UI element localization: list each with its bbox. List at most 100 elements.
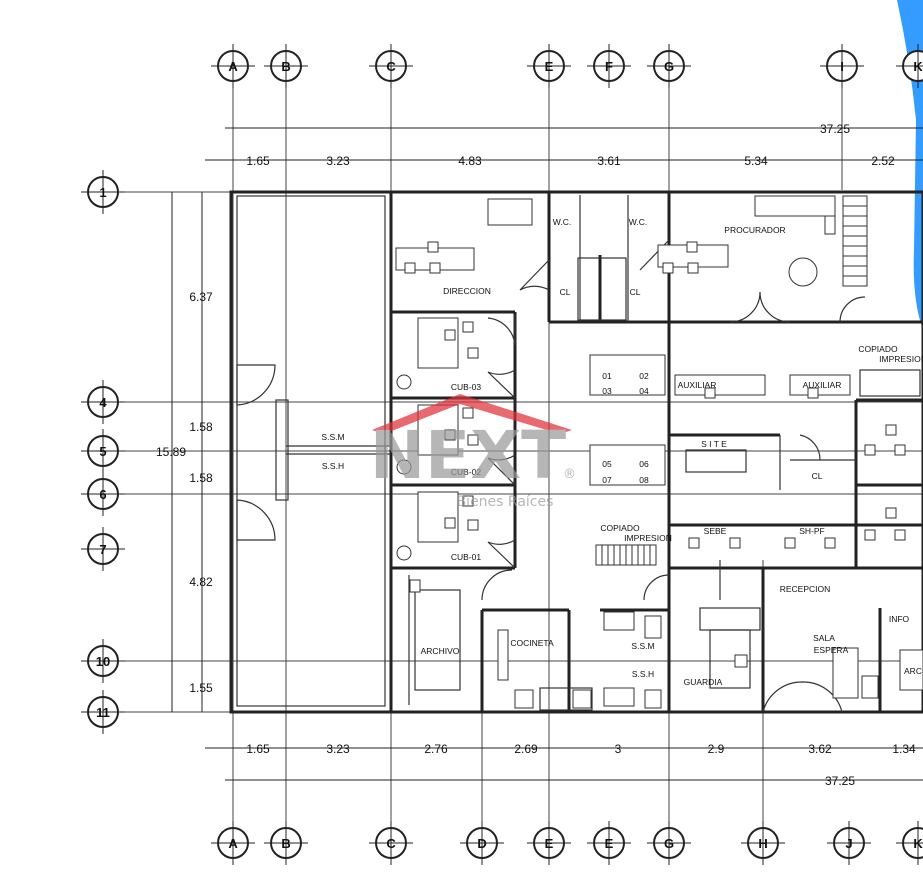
label-wc-1: W.C. <box>553 217 571 227</box>
dim-top-3: 4.83 <box>458 154 482 168</box>
stairs <box>595 195 868 566</box>
grid-left-11: 11 <box>96 705 110 720</box>
grid-top-a: A <box>228 59 238 74</box>
furniture <box>395 195 923 709</box>
label-info: INFO <box>889 614 910 624</box>
label-ws-04: 04 <box>639 386 649 396</box>
grid-bottom-d: D <box>477 836 486 851</box>
dim-bottom-4: 2.69 <box>514 742 538 756</box>
label-copiado-1: COPIADO <box>858 344 898 354</box>
grid-top-b: B <box>281 59 290 74</box>
grid-top-e: E <box>545 59 554 74</box>
grid-top-f: F <box>605 59 613 74</box>
label-ws-07: 07 <box>602 475 612 485</box>
label-site: S I T E <box>701 439 727 449</box>
label-ssh-2: S.S.H <box>632 669 654 679</box>
room-labels: W.C. W.C. CL CL DIRECCION PROCURADOR CUB… <box>321 217 923 687</box>
grid-bottom-c: C <box>386 836 396 851</box>
grid-left-1: 1 <box>99 185 106 200</box>
label-ssm-1: S.S.M <box>321 432 344 442</box>
label-impresion-2: IMPRESION <box>624 533 672 543</box>
label-sebe: SEBE <box>704 526 727 536</box>
label-cub-01: CUB-01 <box>451 552 482 562</box>
label-ws-06: 06 <box>639 459 649 469</box>
label-cl-3: CL <box>812 471 823 481</box>
grid-bottom-e1: E <box>545 836 554 851</box>
dim-left-1: 6.37 <box>189 290 213 304</box>
label-cocineta: COCINETA <box>510 638 554 648</box>
label-ws-05: 05 <box>602 459 612 469</box>
grid-top-i: I <box>840 59 844 74</box>
label-ws-08: 08 <box>639 475 649 485</box>
grid-top-g: G <box>664 59 674 74</box>
label-ssm-2: S.S.M <box>631 641 654 651</box>
label-ssh-1: S.S.H <box>322 461 344 471</box>
label-impresion-1: IMPRESION <box>879 354 923 364</box>
dim-left-5: 4.82 <box>189 575 213 589</box>
dim-top-1: 1.65 <box>246 154 270 168</box>
label-auxiliar-2: AUXILIAR <box>803 380 842 390</box>
grid-bubbles-top: A B C E F G I K <box>210 43 923 89</box>
door-swings <box>236 239 866 713</box>
grid-bottom-a: A <box>228 836 238 851</box>
dim-bottom-6: 2.9 <box>708 742 725 756</box>
grid-left-5: 5 <box>99 444 106 459</box>
grid-bottom-k: K <box>913 836 923 851</box>
label-cl-2: CL <box>630 287 641 297</box>
label-arc: ARC <box>904 666 922 676</box>
watermark-brand: NEXT <box>370 417 566 494</box>
thin-walls <box>236 195 921 711</box>
grid-top-k: K <box>913 59 923 74</box>
watermark-tagline: Bienes Raíces <box>457 494 554 510</box>
label-ws-03: 03 <box>602 386 612 396</box>
label-direccion: DIRECCION <box>443 286 491 296</box>
dim-top-total: 37.25 <box>820 122 850 136</box>
blue-highlight <box>897 0 923 330</box>
label-guardia: GUARDIA <box>684 677 723 687</box>
label-cl-1: CL <box>560 287 571 297</box>
grid-left-6: 6 <box>99 487 106 502</box>
dimension-lines <box>171 127 923 781</box>
dim-bottom-7: 3.62 <box>808 742 832 756</box>
bottom-dimensions: 1.65 3.23 2.76 2.69 3 2.9 3.62 1.34 37.2… <box>246 742 916 788</box>
dim-bottom-8: 1.34 <box>892 742 916 756</box>
dim-bottom-3: 2.76 <box>424 742 448 756</box>
label-copiado-2: COPIADO <box>600 523 640 533</box>
dim-bottom-total: 37.25 <box>825 774 855 788</box>
label-sh-pf: SH-PF <box>799 526 825 536</box>
dim-left-4: 1.58 <box>189 471 213 485</box>
grid-left-4: 4 <box>99 395 107 410</box>
grid-bubbles-left: 1 4 5 6 7 10 11 <box>80 169 126 735</box>
grid-bottom-g: G <box>664 836 674 851</box>
grid-left-7: 7 <box>99 542 106 557</box>
label-recepcion: RECEPCION <box>780 584 831 594</box>
dim-top-4: 3.61 <box>597 154 621 168</box>
watermark-logo: NEXT ® Bienes Raíces <box>370 394 576 510</box>
grid-bottom-b: B <box>281 836 290 851</box>
label-espera: ESPERA <box>814 645 849 655</box>
label-ws-01: 01 <box>602 371 612 381</box>
grid-bottom-h: H <box>758 836 767 851</box>
dim-bottom-2: 3.23 <box>326 742 350 756</box>
grid-left-10: 10 <box>96 654 110 669</box>
grid-bubbles-bottom: A B C D E E G H J K <box>210 820 923 866</box>
grid-bottom-e2: E <box>605 836 614 851</box>
dim-left-3: 15.89 <box>156 445 186 459</box>
label-procurador: PROCURADOR <box>724 225 785 235</box>
dim-top-6: 2.52 <box>871 154 895 168</box>
dim-left-2: 1.58 <box>189 420 213 434</box>
top-dimensions: 37.25 1.65 3.23 4.83 3.61 5.34 2.52 <box>246 122 895 168</box>
dim-bottom-5: 3 <box>615 742 622 756</box>
label-archivo: ARCHIVO <box>421 646 460 656</box>
grid-bottom-j: J <box>845 836 852 851</box>
label-wc-2: W.C. <box>629 217 647 227</box>
label-cub-03: CUB-03 <box>451 382 482 392</box>
dim-bottom-1: 1.65 <box>246 742 270 756</box>
label-ws-02: 02 <box>639 371 649 381</box>
dim-top-2: 3.23 <box>326 154 350 168</box>
label-auxiliar-1: AUXILIAR <box>678 380 717 390</box>
dim-top-5: 5.34 <box>744 154 768 168</box>
roof-icon <box>372 394 572 434</box>
label-cub-02: CUB-02 <box>451 467 482 477</box>
